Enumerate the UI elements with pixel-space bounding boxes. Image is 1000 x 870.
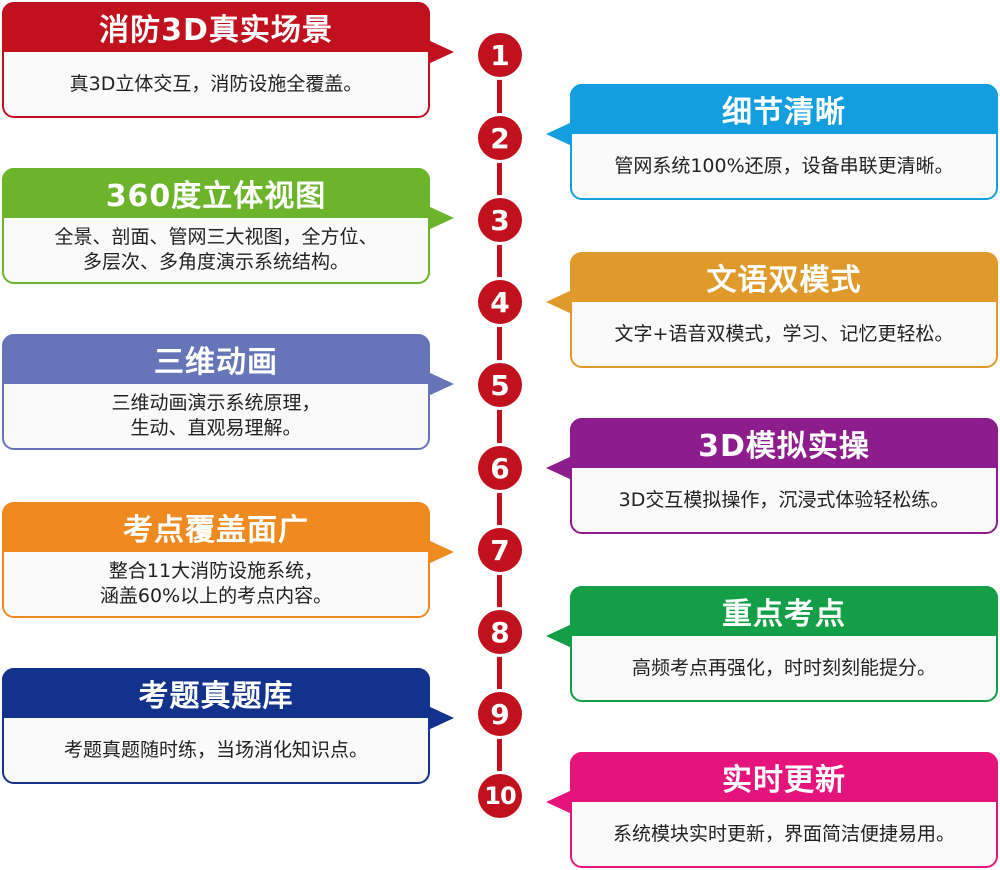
pointer-arrow — [546, 456, 572, 480]
step-number-10: 10 — [478, 774, 522, 818]
pointer-arrow — [428, 540, 454, 564]
step-number-2: 2 — [478, 116, 522, 160]
pointer-arrow — [546, 790, 572, 814]
feature-card-text: 三维动画演示系统原理， — [111, 392, 321, 414]
feature-card-text: 管网系统100%还原，设备串联更清晰。 — [614, 154, 954, 177]
feature-card-text: 3D交互模拟操作，沉浸式体验轻松练。 — [618, 488, 950, 511]
feature-card-body: 全景、剖面、管网三大视图，全方位、 多层次、多角度演示系统结构。 — [4, 218, 428, 282]
feature-card-text: 多层次、多角度演示系统结构。 — [82, 251, 349, 273]
feature-card-body: 文字+语音双模式，学习、记忆更轻松。 — [572, 302, 996, 366]
feature-card-3d-scene: 消防3D真实场景 真3D立体交互，消防设施全覆盖。 — [2, 2, 454, 118]
pointer-arrow — [428, 706, 454, 730]
feature-card-details: 细节清晰 管网系统100%还原，设备串联更清晰。 — [546, 84, 998, 200]
feature-card-title: 消防3D真实场景 — [2, 2, 430, 52]
feature-card-body: 3D交互模拟操作，沉浸式体验轻松练。 — [572, 468, 996, 532]
pointer-arrow — [546, 624, 572, 648]
feature-card-title: 实时更新 — [570, 752, 998, 802]
timeline-line — [497, 55, 502, 800]
feature-card-360-view: 360度立体视图 全景、剖面、管网三大视图，全方位、 多层次、多角度演示系统结构… — [2, 168, 454, 284]
step-number-7: 7 — [478, 528, 522, 572]
feature-card-body: 三维动画演示系统原理， 生动、直观易理解。 — [4, 384, 428, 448]
feature-card-text: 整合11大消防设施系统， — [108, 560, 324, 582]
feature-card-coverage: 考点覆盖面广 整合11大消防设施系统， 涵盖60%以上的考点内容。 — [2, 502, 454, 618]
feature-card-title: 360度立体视图 — [2, 168, 430, 218]
feature-card-text: 全景、剖面、管网三大视图，全方位、 — [54, 226, 378, 248]
feature-card-simulation: 3D模拟实操 3D交互模拟操作，沉浸式体验轻松练。 — [546, 418, 998, 534]
feature-card-key-points: 重点考点 高频考点再强化，时时刻刻能提分。 — [546, 586, 998, 702]
pointer-arrow — [428, 372, 454, 396]
feature-card-body: 整合11大消防设施系统， 涵盖60%以上的考点内容。 — [4, 552, 428, 616]
pointer-arrow — [546, 290, 572, 314]
feature-card-title: 重点考点 — [570, 586, 998, 636]
pointer-arrow — [428, 40, 454, 64]
feature-card-title: 细节清晰 — [570, 84, 998, 134]
step-number-1: 1 — [478, 33, 522, 77]
feature-card-body: 管网系统100%还原，设备串联更清晰。 — [572, 134, 996, 198]
feature-card-text: 系统模块实时更新，界面简洁便捷易用。 — [612, 822, 955, 845]
step-number-5: 5 — [478, 363, 522, 407]
feature-card-text: 真3D立体交互，消防设施全覆盖。 — [69, 72, 363, 95]
feature-card-title: 三维动画 — [2, 334, 430, 384]
feature-card-question-bank: 考题真题库 考题真题随时练，当场消化知识点。 — [2, 668, 454, 784]
step-number-6: 6 — [478, 446, 522, 490]
feature-card-body: 系统模块实时更新，界面简洁便捷易用。 — [572, 802, 996, 866]
feature-card-text: 文字+语音双模式，学习、记忆更轻松。 — [614, 322, 954, 345]
feature-card-text: 生动、直观易理解。 — [130, 417, 302, 439]
step-number-8: 8 — [478, 610, 522, 654]
feature-card-3d-animation: 三维动画 三维动画演示系统原理， 生动、直观易理解。 — [2, 334, 454, 450]
feature-card-title: 3D模拟实操 — [570, 418, 998, 468]
step-number-9: 9 — [478, 692, 522, 736]
feature-card-realtime-update: 实时更新 系统模块实时更新，界面简洁便捷易用。 — [546, 752, 998, 868]
feature-card-body: 考题真题随时练，当场消化知识点。 — [4, 718, 428, 782]
feature-card-text: 考题真题随时练，当场消化知识点。 — [63, 738, 368, 761]
feature-card-text: 高频考点再强化，时时刻刻能提分。 — [631, 656, 936, 679]
step-number-4: 4 — [478, 280, 522, 324]
feature-card-dual-mode: 文语双模式 文字+语音双模式，学习、记忆更轻松。 — [546, 252, 998, 368]
feature-card-text: 涵盖60%以上的考点内容。 — [99, 585, 333, 607]
step-number-3: 3 — [478, 198, 522, 242]
feature-card-title: 考题真题库 — [2, 668, 430, 718]
feature-card-body: 高频考点再强化，时时刻刻能提分。 — [572, 636, 996, 700]
feature-card-body: 真3D立体交互，消防设施全覆盖。 — [4, 52, 428, 116]
pointer-arrow — [546, 122, 572, 146]
feature-card-title: 文语双模式 — [570, 252, 998, 302]
pointer-arrow — [428, 206, 454, 230]
feature-card-title: 考点覆盖面广 — [2, 502, 430, 552]
